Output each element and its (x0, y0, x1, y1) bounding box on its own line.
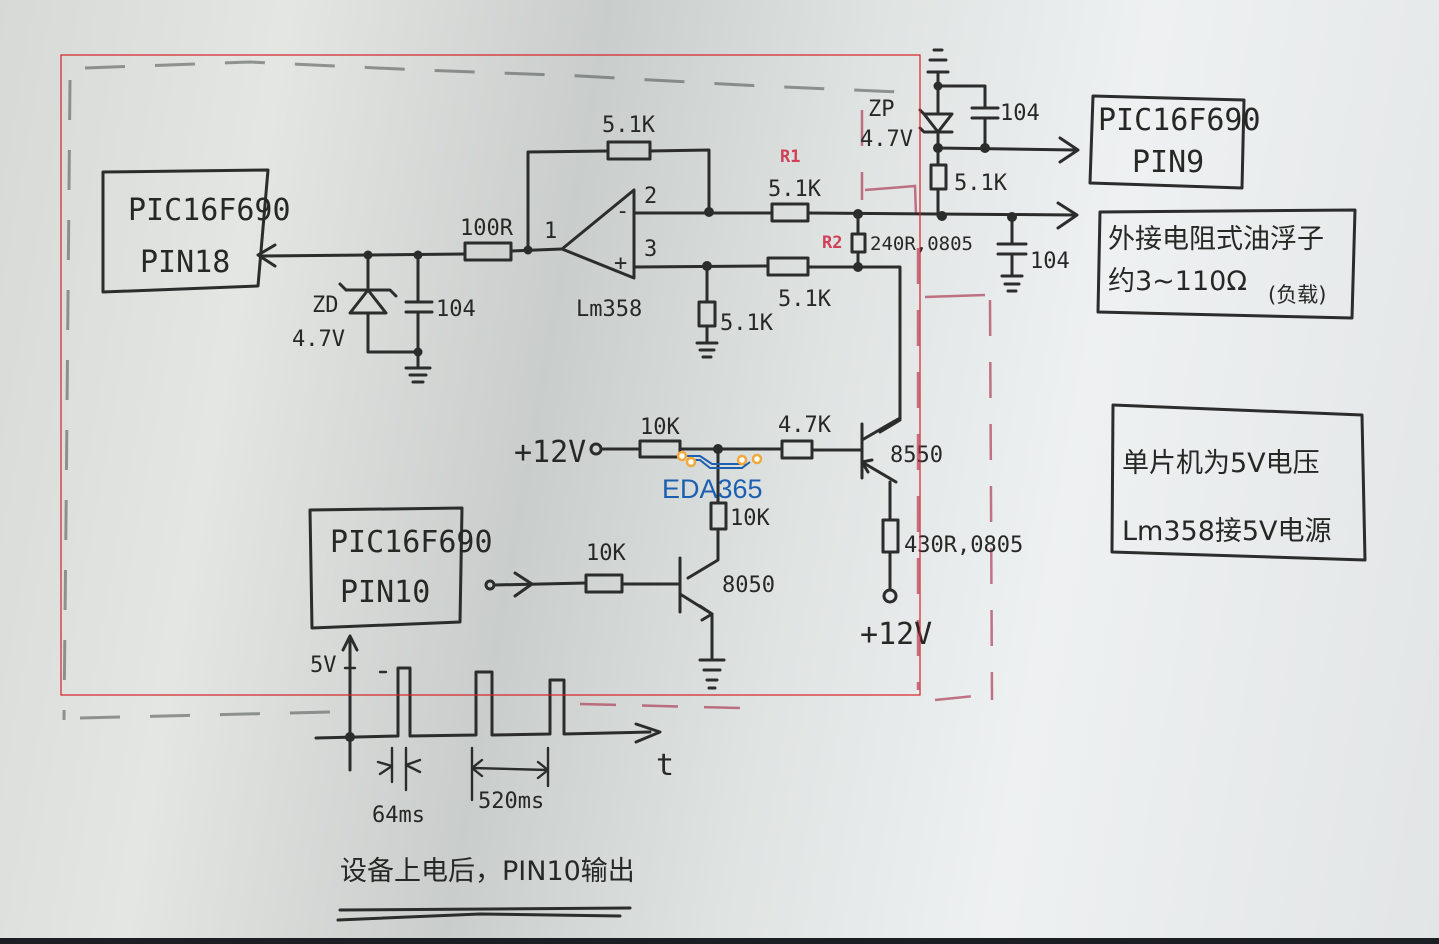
pnp-driver: +12V 10K 4.7K 8550 430R,0805 +12V 10K (514, 413, 1023, 652)
pin9-arrow-icon (1058, 136, 1080, 164)
timing-caption: 设备上电后，PIN10输出 (340, 856, 635, 887)
r2-tag: R2 (822, 233, 842, 253)
note-box: 单片机为5V电压 Lm358接5V电源 (1110, 403, 1367, 562)
zener-left-label1: ZD (312, 293, 339, 318)
npn-label: 8050 (722, 573, 775, 598)
pulse-width-label: 64ms (372, 803, 425, 828)
zener-left-label2: 4.7V (292, 327, 345, 352)
npn-stage: 10K 8050 (484, 541, 775, 690)
input-arrow-icon (256, 243, 277, 268)
caption-underline (336, 906, 632, 922)
r-right-vertical-label: 5.1K (954, 171, 1008, 196)
r-10k-base-label: 10K (586, 541, 626, 566)
zener-right-label2: 4.7V (860, 127, 913, 152)
r-10k-top-label: 10K (640, 415, 680, 440)
mcu-block-pin9: PIC16F690 PIN9 (1088, 94, 1261, 190)
timing-v-label: 5V (310, 653, 337, 678)
sensor-line2: 约3~110Ω (1108, 266, 1247, 297)
selection-rectangle (60, 54, 921, 696)
cap-right-top-label: 104 (1000, 101, 1040, 126)
cap-left-label: 104 (436, 297, 476, 322)
opamp-pos-sign: + (614, 251, 627, 276)
window-bottom-edge (0, 938, 1439, 944)
opamp-name: Lm358 (576, 297, 642, 322)
sensor-line1: 外接电阻式油浮子 (1108, 224, 1324, 255)
timing-diagram: 5V t 64ms 520ms 设备上电后，PIN10输出 (310, 634, 674, 922)
ground-icon-top (926, 48, 950, 74)
note-line1: 单片机为5V电压 (1122, 448, 1320, 479)
r-430-label: 430R,0805 (904, 533, 1023, 558)
zener-right-label1: ZP (868, 97, 895, 122)
mcu-left-line1: PIC16F690 (128, 193, 291, 228)
r2-value: 240R,0805 (870, 233, 973, 255)
ground-icon (404, 366, 432, 384)
r-47k-label: 4.7K (778, 413, 832, 438)
mcu-bottom-line1: PIC16F690 (330, 525, 493, 560)
r-pos-series-label: 5.1K (778, 287, 832, 312)
opamp-neg-sign: - (616, 199, 629, 224)
feedback-network: 5.1K R1 5.1K (526, 113, 1079, 252)
mcu-bottom-line2: PIN10 (340, 575, 430, 610)
supply-bottom-label: +12V (860, 617, 932, 652)
r1-tag: R1 (780, 147, 800, 167)
opamp-pin2: 2 (644, 184, 657, 209)
period-label: 520ms (478, 789, 544, 814)
eda365-watermark: EDA365 (662, 450, 763, 504)
mcu-left-line2: PIN18 (140, 245, 230, 280)
opamp-pin3: 3 (644, 237, 657, 262)
dashed-enclosure-gray (62, 60, 901, 721)
mcu-right-line1: PIC16F690 (1098, 103, 1261, 138)
opamp-lm358: 1 2 3 - + Lm358 (544, 184, 657, 322)
opamp-pin1: 1 (544, 219, 557, 244)
pnp-label: 8550 (890, 443, 943, 468)
mcu-block-pin18: PIC16F690 PIN18 (101, 168, 291, 294)
watermark-text: EDA365 (662, 474, 763, 504)
pulse-waveform (314, 666, 652, 740)
mcu-right-line2: PIN9 (1132, 145, 1204, 180)
sensor-note: (负载) (1268, 283, 1326, 307)
r-pos-ground-label: 5.1K (720, 311, 774, 336)
sensor-box: 外接电阻式油浮子 约3~110Ω (负载) (1096, 208, 1357, 320)
positive-input-network: 5.1K 5.1K R2 240R,0805 (632, 212, 973, 434)
dashed-enclosure-pink (579, 110, 996, 710)
r1-value: 5.1K (768, 177, 822, 202)
note-line2: Lm358接5V电源 (1122, 516, 1332, 547)
cap-right-bottom-label: 104 (1030, 249, 1070, 274)
r-10k-vertical-label: 10K (730, 506, 770, 531)
mcu-block-pin10: PIC16F690 PIN10 (308, 506, 493, 630)
supply-left-label: +12V (514, 435, 586, 470)
r-feedback-label: 5.1K (602, 113, 656, 138)
output-arrow-icon (1056, 201, 1079, 230)
input-network: ZD 4.7V 104 100R (260, 216, 564, 384)
r-input-label: 100R (460, 216, 514, 241)
timing-t-label: t (656, 748, 674, 783)
pin9-network: 104 ZP 4.7V 5.1K 104 (860, 48, 1080, 293)
